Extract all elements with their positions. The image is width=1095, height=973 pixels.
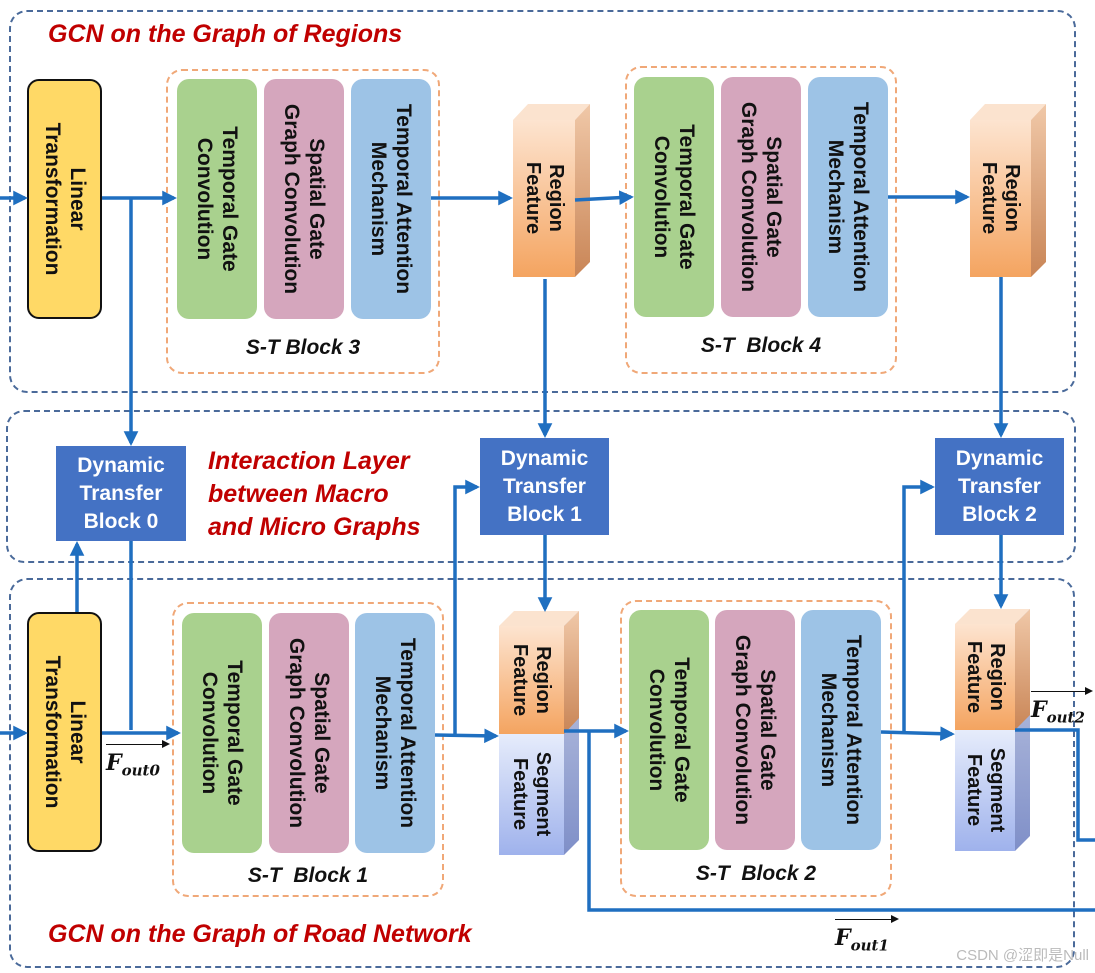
- st4-spatial-gate-graph-conv: Spatial Gate Graph Convolution: [721, 77, 801, 317]
- region-feature-label-top-mid: Region Feature: [522, 161, 567, 235]
- st4-temporal-attention: Temporal Attention Mechanism: [808, 77, 888, 317]
- st-block-4-frame: [625, 66, 897, 374]
- st1-spatial-gate-graph-conv: Spatial Gate Graph Convolution: [269, 613, 349, 853]
- linear-transformation-top: Linear Transformation: [27, 79, 102, 319]
- st-block-3-frame: [166, 69, 440, 374]
- road-network-title: GCN on the Graph of Road Network: [48, 920, 472, 948]
- st-block-4-label: S-T Block 4: [700, 334, 822, 357]
- linear-transformation-bottom: Linear Transformation: [27, 612, 102, 852]
- dynamic-transfer-block-0: Dynamic Transfer Block 0: [56, 446, 186, 541]
- st3-spatial-gate-graph-conv: Spatial Gate Graph Convolution: [264, 79, 344, 319]
- interaction-layer-title: Interaction Layer between Macro and Micr…: [208, 447, 421, 541]
- st2-spatial-gate-graph-conv: Spatial Gate Graph Convolution: [715, 610, 795, 850]
- regions-graph-frame: [9, 10, 1076, 393]
- f-out1-label: Fout1: [835, 915, 899, 954]
- road-network-frame: [9, 578, 1075, 968]
- region-feature-cube-top-right: [970, 104, 1046, 277]
- st2-temporal-gate-conv: Temporal Gate Convolution: [629, 610, 709, 850]
- st1-temporal-attention: Temporal Attention Mechanism: [355, 613, 435, 853]
- st1-temporal-gate-conv: Temporal Gate Convolution: [182, 613, 262, 853]
- st3-temporal-attention: Temporal Attention Mechanism: [351, 79, 431, 319]
- st3-temporal-gate-conv: Temporal Gate Convolution: [177, 79, 257, 319]
- region-feature-label-bottom-mid: Region Feature: [509, 643, 554, 717]
- region-feature-cube-top-mid: [513, 104, 590, 277]
- st2-temporal-attention: Temporal Attention Mechanism: [801, 610, 881, 850]
- st-block-2-frame: [620, 600, 892, 897]
- csdn-watermark: CSDN @涩即是Null: [956, 947, 1089, 964]
- regions-graph-title: GCN on the Graph of Regions: [48, 20, 403, 48]
- f-out0-label: Fout0: [106, 740, 170, 779]
- region-feature-label-top-right: Region Feature: [978, 161, 1023, 235]
- st-block-2-label: S-T Block 2: [695, 862, 817, 885]
- st-block-1-frame: [172, 602, 444, 897]
- region-feature-label-bottom-right: Region Feature: [963, 640, 1008, 714]
- segment-feature-label-bottom-right: Segment Feature: [963, 747, 1008, 833]
- region-segment-cube-mid: [499, 611, 579, 855]
- f-out2-label: Fout2: [1031, 687, 1093, 726]
- segment-feature-label-bottom-mid: Segment Feature: [509, 751, 554, 837]
- st-block-3-label: S-T Block 3: [245, 336, 361, 359]
- st4-temporal-gate-conv: Temporal Gate Convolution: [634, 77, 714, 317]
- interaction-layer-frame: [6, 410, 1076, 563]
- dynamic-transfer-block-2: Dynamic Transfer Block 2: [935, 438, 1064, 535]
- flow-arrows: [0, 189, 1095, 912]
- st-block-1-label: S-T Block 1: [247, 864, 369, 887]
- dynamic-transfer-block-1: Dynamic Transfer Block 1: [480, 438, 609, 535]
